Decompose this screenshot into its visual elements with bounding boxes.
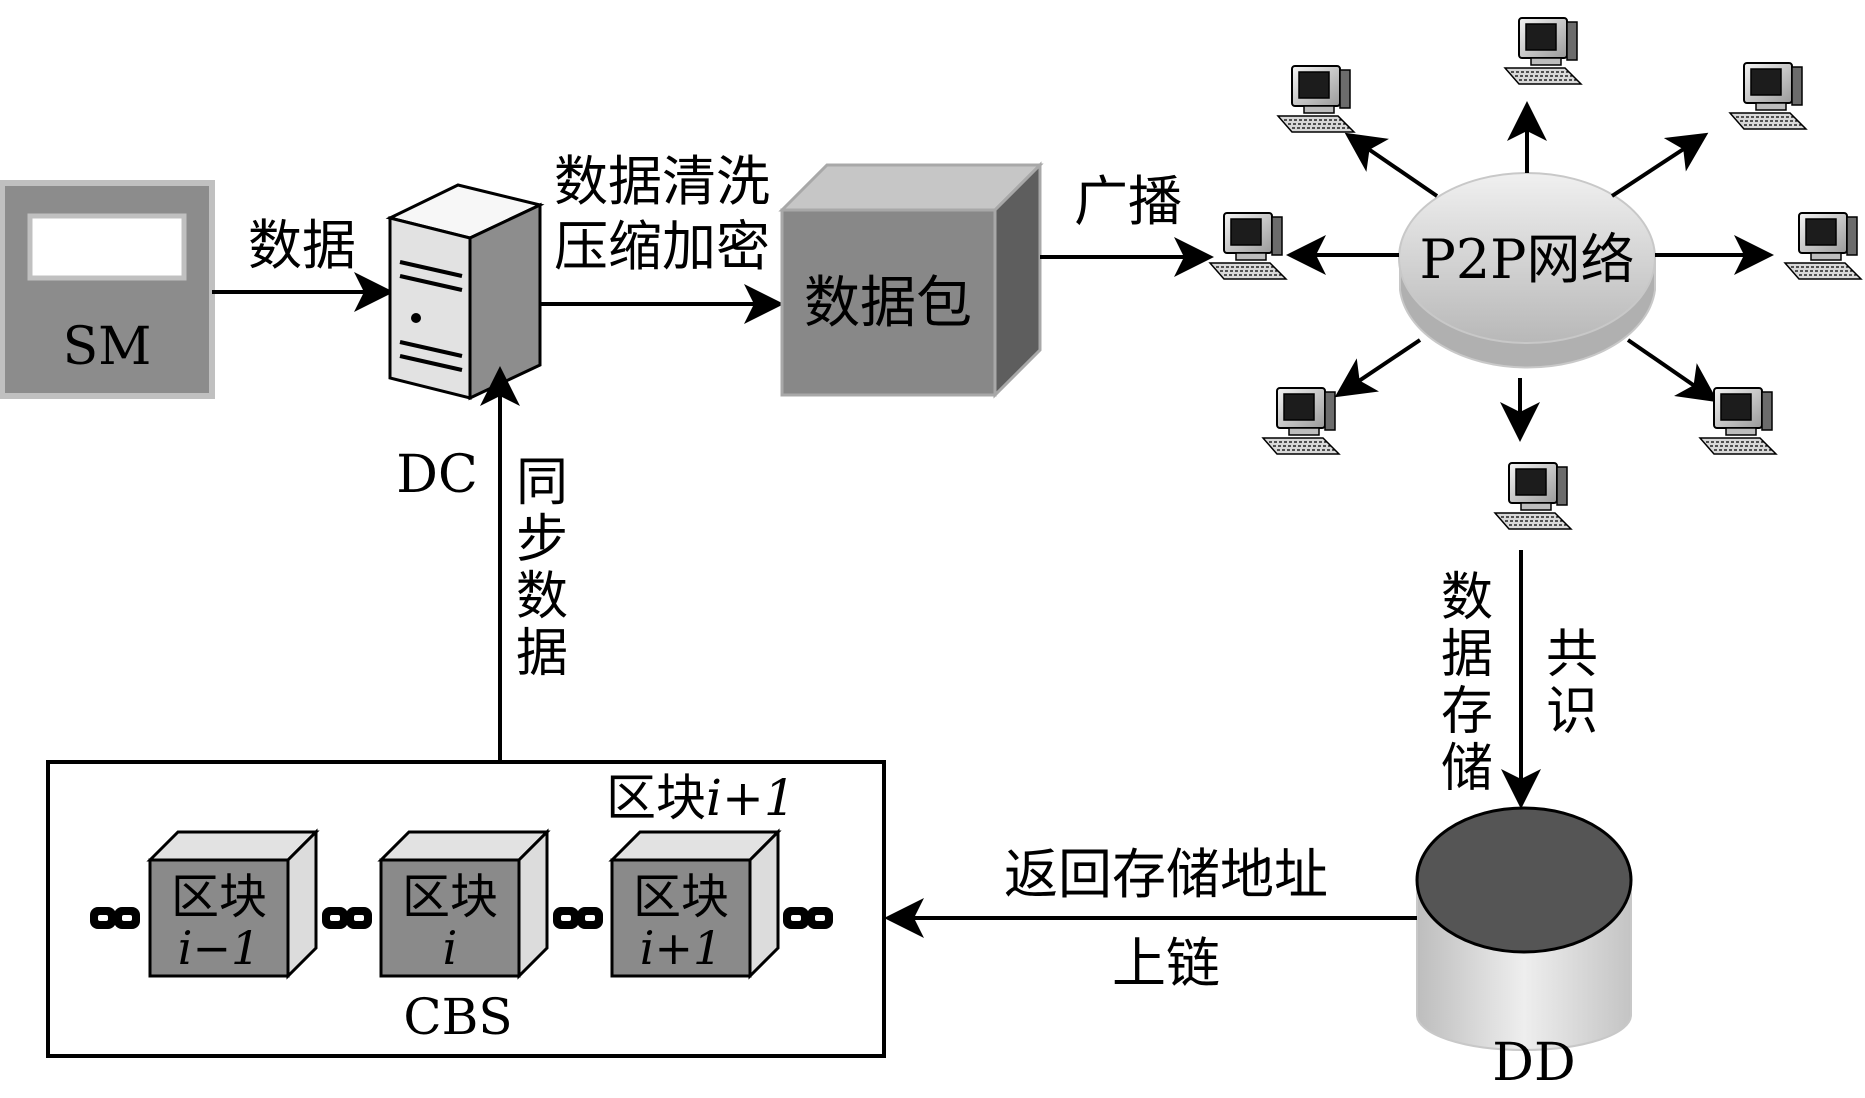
sync-label: 同 步 数 据	[516, 453, 568, 684]
p2p-network-disc: P2P网络	[1398, 172, 1656, 369]
svg-text:i−1: i−1	[178, 921, 261, 975]
svg-text:数: 数	[516, 567, 568, 627]
cbs-frame	[46, 760, 886, 1058]
p2p-label: P2P网络	[1419, 228, 1634, 291]
svg-text:存: 存	[1441, 682, 1493, 742]
computer-icon	[1729, 62, 1807, 130]
chain-link-icon	[783, 907, 809, 929]
svg-text:识: 识	[1546, 682, 1598, 742]
chain-link-icon	[553, 907, 579, 929]
storage-label: 数 据 存 储	[1441, 568, 1493, 799]
svg-text:区块: 区块	[402, 869, 498, 925]
process-line1: 数据清洗	[554, 150, 770, 213]
svg-text:储: 储	[1441, 739, 1493, 799]
broadcast-label: 广播	[1074, 170, 1182, 233]
svg-text:区块: 区块	[171, 869, 267, 925]
process-line2: 压缩加密	[554, 215, 770, 278]
dd-label: DD	[1492, 1033, 1575, 1093]
hub-spokes	[1286, 101, 1774, 442]
chain-link-icon	[322, 907, 348, 929]
computer-icon	[1277, 65, 1355, 133]
computer-icon	[1262, 387, 1340, 455]
svg-text:i: i	[443, 921, 458, 975]
chain-link-icon	[114, 907, 140, 929]
svg-text:区块: 区块	[633, 869, 729, 925]
sm-terminal: SM	[0, 180, 215, 399]
next-block-label: 区块i+1	[606, 769, 796, 827]
svg-text:i+1: i+1	[640, 921, 723, 975]
svg-text:同: 同	[516, 453, 568, 513]
computer-icon	[1784, 212, 1862, 280]
return-line2: 上链	[1112, 932, 1220, 995]
svg-text:数: 数	[1441, 568, 1493, 628]
computer-icon	[1209, 212, 1287, 280]
chain-link-icon	[577, 907, 603, 929]
server-icon	[385, 183, 545, 401]
dc-label: DC	[396, 445, 477, 505]
data-in-label: 数据	[248, 214, 356, 277]
svg-text:共: 共	[1546, 625, 1598, 685]
database-icon	[1415, 806, 1633, 1051]
data-packet-cube: 数据包	[778, 161, 1044, 399]
svg-text:据: 据	[516, 624, 568, 684]
block-i-plus-1: 区块 i+1	[608, 828, 782, 980]
consensus-label: 共 识	[1546, 625, 1598, 742]
packet-label: 数据包	[804, 271, 972, 336]
return-line1: 返回存储地址	[1004, 843, 1328, 906]
computer-icon	[1494, 462, 1572, 530]
chain-link-icon	[807, 907, 833, 929]
chain-link-icon	[346, 907, 372, 929]
computer-icon	[1504, 17, 1582, 85]
sm-label: SM	[63, 317, 152, 377]
cbs-label: CBS	[403, 988, 512, 1046]
svg-text:步: 步	[516, 510, 568, 570]
block-i: 区块 i	[377, 828, 551, 980]
chain-link-icon	[90, 907, 116, 929]
svg-text:据: 据	[1441, 625, 1493, 685]
block-i-minus-1: 区块 i−1	[146, 828, 320, 980]
